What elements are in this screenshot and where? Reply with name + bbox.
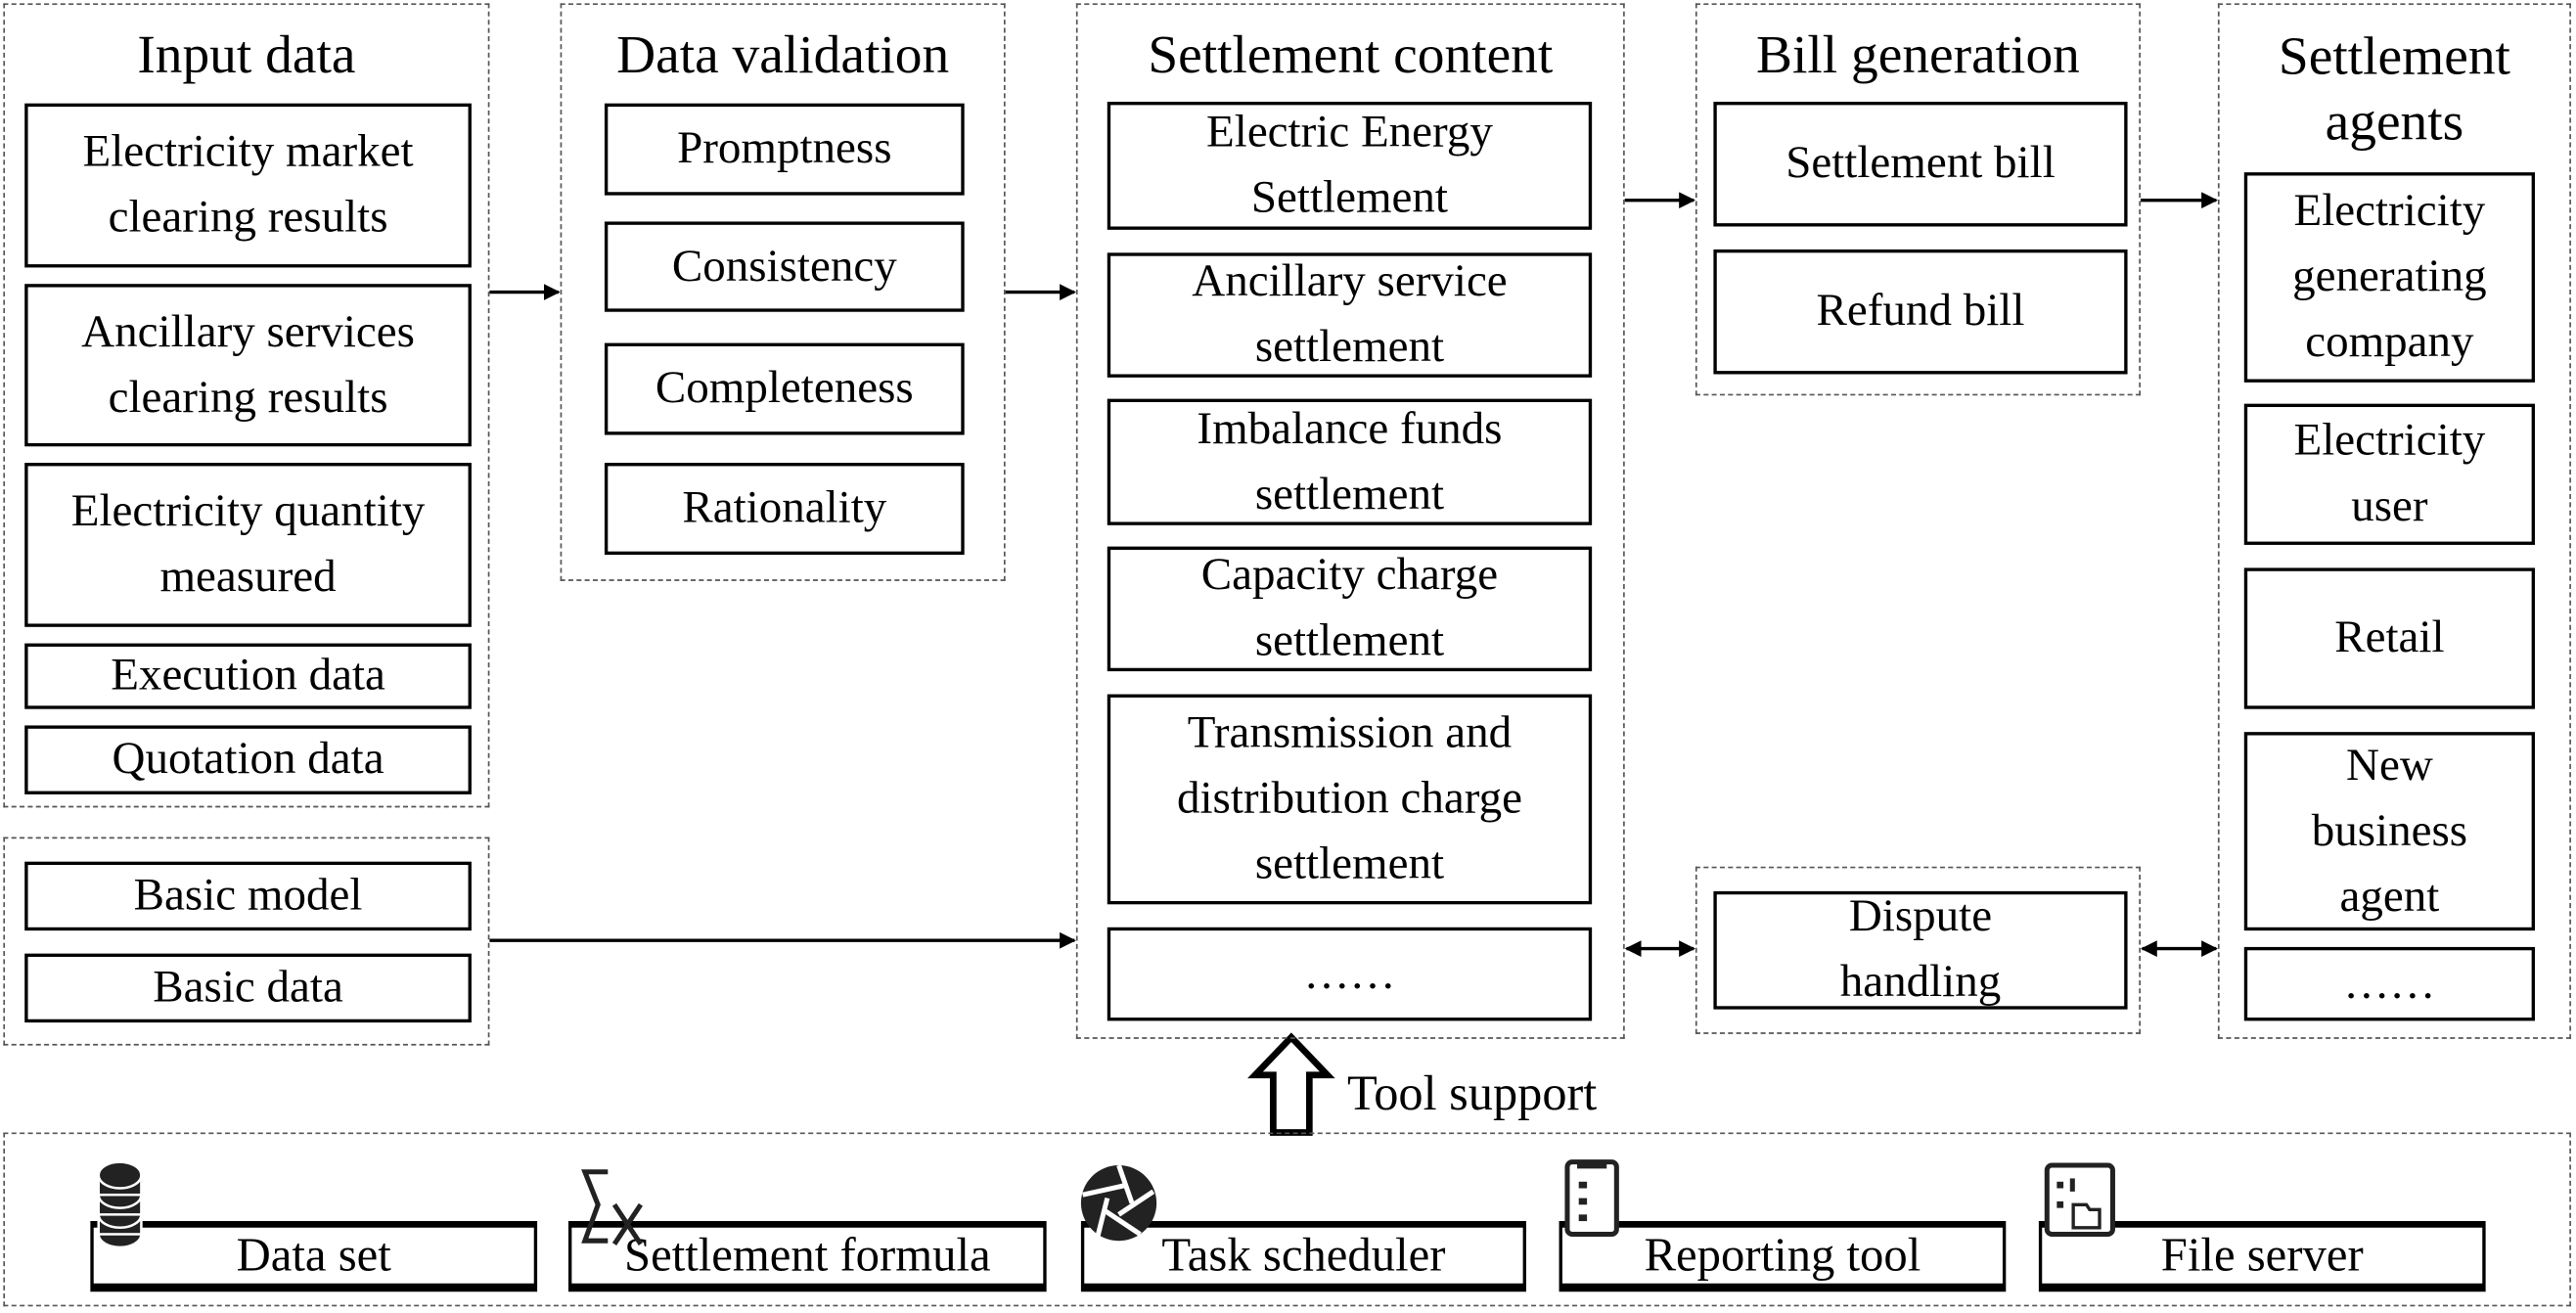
validation-item: Completeness [604,342,965,435]
report-icon [1564,1159,1619,1237]
aperture-icon [1080,1164,1157,1242]
agent-item: Retail [2243,567,2536,709]
tool-settlement-formula: Settlement formula [568,1221,1047,1292]
data-validation-title: Data validation [616,25,950,86]
settlement-content-title: Settlement content [1148,25,1554,86]
input-item: Electricity market clearing results [24,103,472,268]
agent-item: New business agent [2243,732,2536,931]
basic-item: Basic data [24,953,472,1023]
bill-generation-group: Bill generation [1695,3,2141,396]
settlement-item: Transmission and distribution charge set… [1107,694,1593,905]
agent-item: Electricity user [2243,403,2536,545]
validation-item: Rationality [604,463,965,555]
settlement-content-group: Settlement content [1075,3,1625,1039]
file-server-icon [2044,1162,2115,1237]
tool-support-arrow [1247,1032,1335,1136]
dispute-group [1695,866,2141,1034]
input-item: Execution data [24,643,472,709]
bill-item: Refund bill [1713,249,2128,375]
database-icon [97,1160,143,1249]
settlement-item: Capacity charge settlement [1107,546,1593,672]
agent-item: …… [2243,946,2536,1021]
settlement-item: Electric Energy Settlement [1107,102,1593,230]
basic-item: Basic model [24,861,472,931]
agent-item: Electricity generating company [2243,172,2536,383]
validation-item: Promptness [604,103,965,196]
settlement-agents-title: Settlement agents [2278,27,2510,154]
settlement-item: Imbalance funds settlement [1107,398,1593,525]
tool-file-server: File server [2038,1221,2486,1292]
tool-task-scheduler: Task scheduler [1080,1221,1526,1292]
settlement-item: Ancillary service settlement [1107,252,1593,378]
input-item: Ancillary services clearing results [24,284,472,447]
bill-item: Settlement bill [1713,102,2128,227]
sigma-x-icon [581,1169,643,1245]
tool-support-label: Tool support [1346,1066,1598,1121]
input-data-group: Input data [3,3,490,808]
basic-group [3,837,490,1046]
data-validation-group: Data validation [560,3,1006,581]
input-data-title: Input data [137,25,356,86]
validation-item: Consistency [604,221,965,312]
tool-reporting-tool: Reporting tool [1559,1221,2007,1292]
input-item: Electricity quantity measured [24,463,472,627]
tool-support-group [3,1132,2571,1307]
dispute-handling: Dispute handling [1713,890,2128,1010]
settlement-item: …… [1107,927,1593,1021]
input-item: Quotation data [24,725,472,794]
bill-generation-title: Bill generation [1756,25,2080,86]
tool-data-set: Data set [90,1221,538,1292]
settlement-agents-group: Settlement agents [2217,3,2571,1039]
